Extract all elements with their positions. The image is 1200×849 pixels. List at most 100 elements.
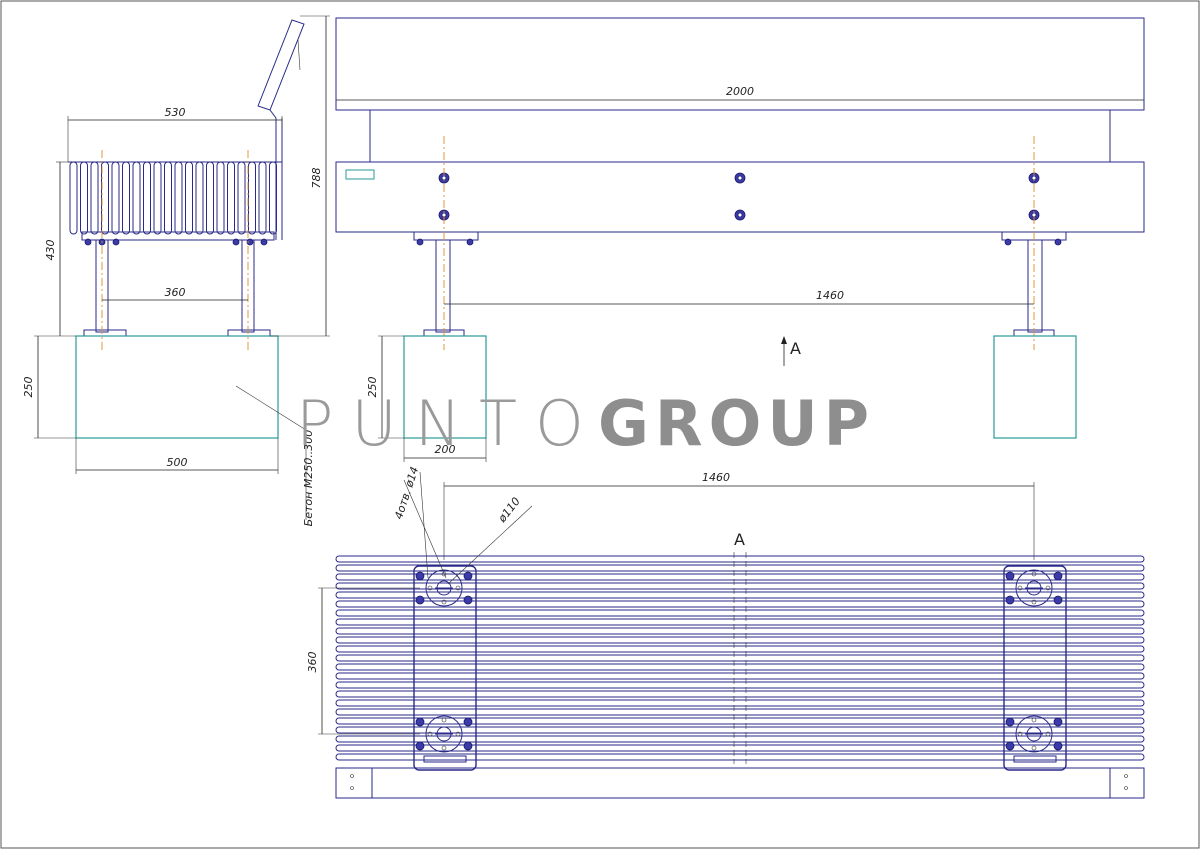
flange-hole	[1045, 731, 1051, 737]
front-post-left	[435, 239, 451, 333]
plan-slat	[335, 555, 1145, 563]
side-slat	[227, 161, 235, 235]
bolt	[415, 595, 425, 605]
plan-slat	[335, 573, 1145, 581]
flange-hole	[1017, 585, 1023, 591]
flange-hole	[441, 717, 447, 723]
flange-hole	[1031, 571, 1037, 577]
side-slat	[122, 161, 130, 235]
front-bolts	[438, 172, 1040, 221]
dim-250-front: 250	[366, 377, 379, 398]
side-slat	[237, 161, 246, 235]
plan-slat	[335, 681, 1145, 689]
side-slat	[153, 161, 162, 235]
front-post-right	[1027, 239, 1043, 333]
side-slat	[206, 161, 214, 235]
plan-slat	[335, 627, 1145, 635]
plan-slat	[335, 708, 1145, 716]
flange	[425, 715, 463, 753]
bolt	[1053, 741, 1063, 751]
flange-hole	[427, 731, 433, 737]
plan-slat	[335, 609, 1145, 617]
dim-500: 500	[167, 456, 188, 469]
bolt	[1005, 595, 1015, 605]
side-slat	[111, 161, 120, 235]
watermark-light: PUNTO	[296, 387, 602, 460]
plan-slat	[335, 636, 1145, 644]
plan-view: A 1460 360 ø110 4отв. ø14	[306, 465, 1145, 799]
bolt	[1005, 717, 1015, 727]
flange-hole	[1031, 599, 1037, 605]
bolt	[1005, 571, 1015, 581]
front-view: 2000 1460 A	[335, 17, 1145, 462]
watermark: PUNTO GROUP	[296, 387, 869, 460]
side-slat	[143, 161, 151, 235]
plan-slat	[335, 726, 1145, 734]
dim-360-side: 360	[165, 286, 186, 299]
side-slat	[248, 161, 256, 235]
hole-note: 4отв. ø14	[392, 465, 421, 521]
flange-diam-note: ø110	[495, 495, 523, 526]
dim-250-side: 250	[22, 377, 35, 398]
flange	[1015, 569, 1053, 607]
dim-200: 200	[435, 443, 456, 456]
concrete-note: Бетон М250..300	[302, 430, 315, 527]
flange	[425, 569, 463, 607]
dim-1460-plan: 1460	[702, 471, 730, 484]
flange-hole	[455, 585, 461, 591]
dim-2000: 2000	[726, 85, 754, 98]
flange-hole	[441, 599, 447, 605]
bolt	[1005, 741, 1015, 751]
side-slat	[216, 161, 225, 235]
plan-slat	[335, 582, 1145, 590]
plan-slat	[335, 564, 1145, 572]
support-plate	[413, 565, 477, 771]
backrest	[257, 19, 305, 111]
bolt	[463, 595, 473, 605]
support-foot	[1013, 755, 1057, 763]
plan-slat	[335, 591, 1145, 599]
dim-360-plan: 360	[306, 652, 319, 673]
plan-view-title: A	[734, 530, 745, 549]
plan-slat	[335, 600, 1145, 608]
side-seat-slats	[69, 161, 277, 235]
plan-slat	[335, 753, 1145, 761]
side-foundation	[75, 335, 279, 439]
front-foundation-right	[993, 335, 1077, 439]
plan-seat-slats	[335, 555, 1145, 761]
dim-788: 788	[310, 168, 323, 189]
plan-slat	[335, 618, 1145, 626]
flange-hole	[455, 731, 461, 737]
bolt	[415, 741, 425, 751]
front-seat	[335, 161, 1145, 233]
view-arrow-label: A	[790, 339, 801, 358]
flange-hole	[441, 745, 447, 751]
side-slat	[101, 161, 109, 235]
flange	[1015, 715, 1053, 753]
side-slat	[69, 161, 78, 235]
front-foundation-left	[403, 335, 487, 439]
flange-hole	[427, 585, 433, 591]
bolt	[463, 717, 473, 727]
bolt	[1053, 717, 1063, 727]
plan-slat	[335, 645, 1145, 653]
side-slat	[132, 161, 141, 235]
flange-hole	[1031, 745, 1037, 751]
side-slat	[164, 161, 172, 235]
side-slat	[174, 161, 183, 235]
bolt	[415, 717, 425, 727]
dim-530: 530	[165, 106, 186, 119]
plan-slat	[335, 699, 1145, 707]
side-slat	[80, 161, 88, 235]
plan-slat	[335, 654, 1145, 662]
dim-430: 430	[44, 240, 57, 261]
front-label-plate	[345, 169, 375, 180]
plan-slat	[335, 663, 1145, 671]
side-view: 530 430 788 360 250 500 Бетон М250..300	[22, 15, 330, 527]
bolt	[463, 741, 473, 751]
side-slat	[185, 161, 193, 235]
bolt	[1053, 595, 1063, 605]
side-slat	[269, 161, 277, 235]
